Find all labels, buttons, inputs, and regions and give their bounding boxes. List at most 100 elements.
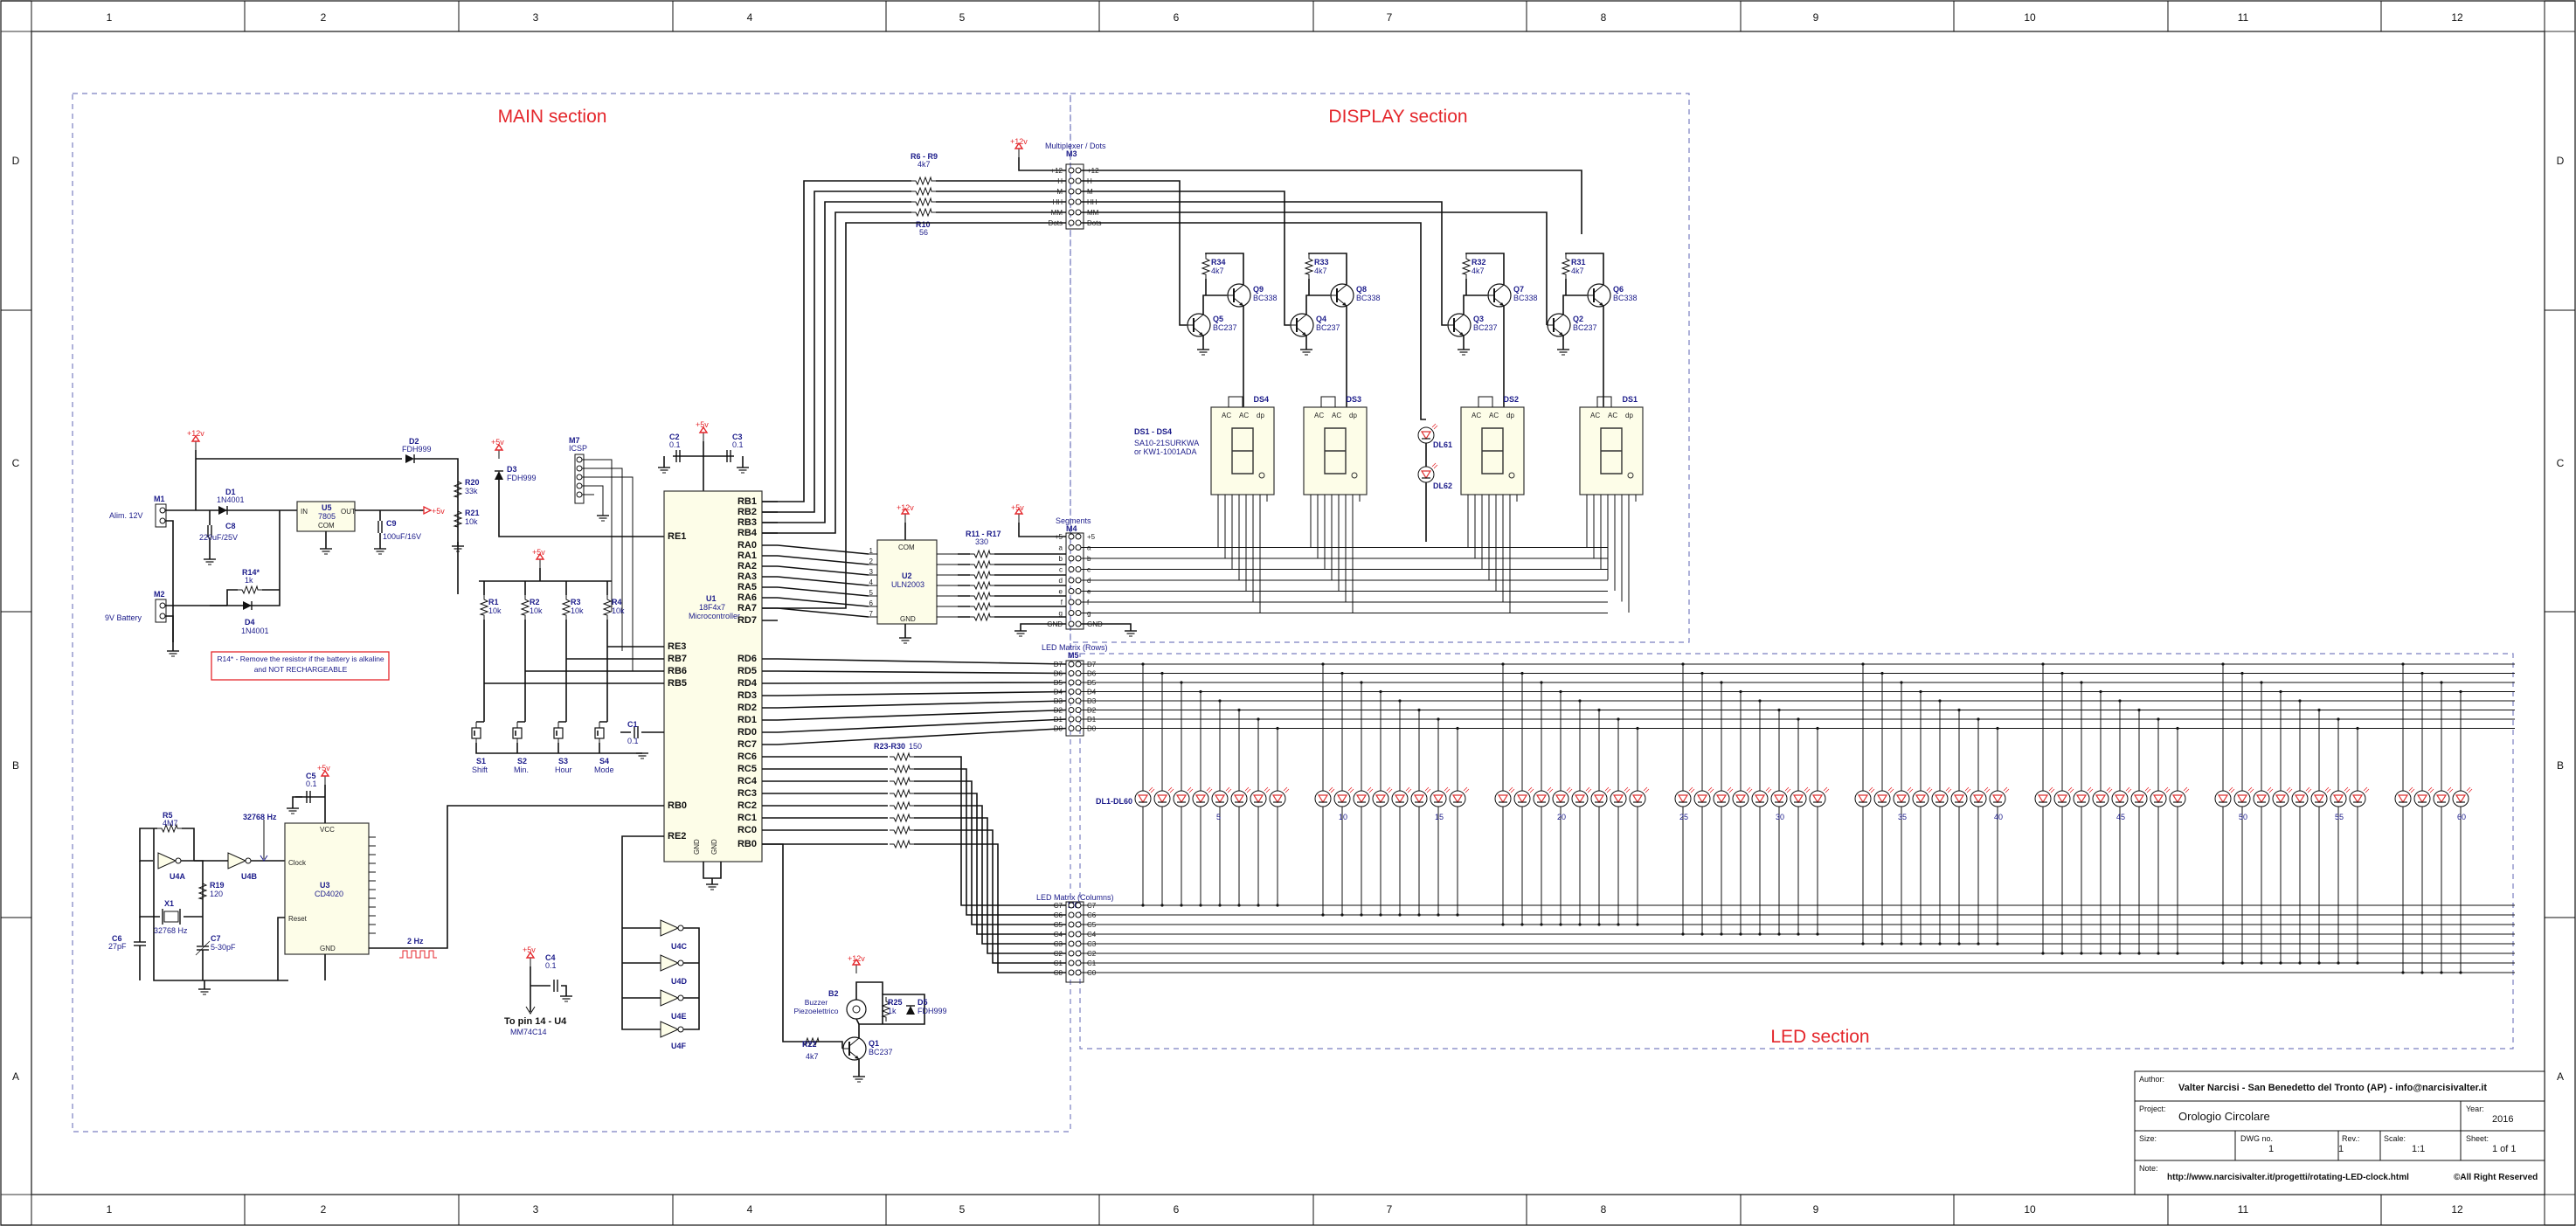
u4c-label: U4C [671, 942, 688, 951]
led-number: 10 [1339, 813, 1347, 821]
mcu-pin-label: RB0 [668, 800, 687, 811]
tb-scale: 1:1 [2412, 1144, 2425, 1154]
digit-ref: DS4 [1253, 395, 1269, 404]
seg-pin-label: f [1061, 599, 1063, 606]
c8-val: 220uF/25V [199, 533, 238, 542]
u5-ref: U5 [322, 503, 332, 512]
r2-ref: R2 [530, 598, 540, 606]
r1-val: 10k [488, 606, 502, 615]
c6-ref: C6 [112, 934, 122, 943]
resistor-ref: R34 [1211, 258, 1226, 267]
tb-size-label: Size: [2139, 1134, 2157, 1143]
uln-pin-num: 5 [869, 589, 874, 597]
seg-pin-label: b [1059, 555, 1063, 563]
seg-ref: M4 [1066, 524, 1077, 533]
u5-out: OUT [341, 508, 356, 516]
r14-ref: R14* [242, 568, 260, 577]
m2-ref: M2 [154, 590, 165, 599]
c6-val: 27pF [108, 942, 127, 951]
uln-ref: U2 [902, 571, 912, 580]
tb-dwg-label: DWG no. [2240, 1134, 2273, 1143]
uln-pin-num: 4 [869, 578, 874, 586]
v12-uln: +12v [897, 503, 914, 512]
mcu-pin-label: RC6 [737, 752, 757, 762]
transistor-val: BC338 [1356, 294, 1381, 302]
mcu-pin-label: RC1 [737, 813, 757, 823]
mcu-pin-label: RD4 [737, 678, 758, 689]
digit-ref: DS2 [1503, 395, 1519, 404]
uln-val: ULN2003 [891, 580, 924, 589]
digit-pin-label: AC [1314, 412, 1324, 419]
seg-label: Segments [1056, 516, 1091, 525]
c3-ref: C3 [732, 433, 743, 441]
ds-note: DS1 - DS4 [1134, 427, 1172, 436]
transistor-val: BC338 [1253, 294, 1278, 302]
d5-val: FDH999 [918, 1007, 947, 1015]
transistor-ref: Q6 [1613, 285, 1624, 294]
r25-val: 1k [888, 1007, 897, 1015]
row-label: B [2557, 759, 2564, 772]
mcu-pin-label: RC3 [737, 788, 757, 799]
mcu-pin-label: RD2 [737, 703, 757, 713]
led-range: DL1-DL60 [1096, 797, 1132, 806]
display-block: Q9BC338Q5BC237R344k7Q8BC338Q4BC237R334k7… [1081, 170, 1644, 542]
v5-btn: +5v [532, 548, 545, 557]
c1-ref: C1 [627, 720, 638, 729]
v5-mcu: +5v [696, 420, 709, 429]
display-section-title: DISPLAY section [1328, 107, 1467, 127]
decoupling-caps: +5v C2 0.1 C3 0.1 [657, 420, 750, 494]
u3-clock: Clock [288, 859, 307, 867]
u4-note2: MM74C14 [510, 1028, 547, 1036]
mcu-pin-label: RD5 [737, 666, 757, 676]
c4-ref: C4 [545, 953, 556, 962]
col-label: 8 [1601, 1203, 1607, 1216]
transistor-ref: Q8 [1356, 285, 1367, 294]
uln-pin-num: 7 [869, 610, 874, 618]
transistor-ref: Q7 [1513, 285, 1524, 294]
row-label: D [12, 155, 20, 167]
freq-label: 32768 Hz [243, 813, 277, 821]
out-label: 2 Hz [407, 937, 424, 945]
mux-res-ref: R6 - R9 [911, 152, 938, 161]
tb-author-label: Author: [2139, 1075, 2164, 1084]
d2-ref: D2 [409, 437, 419, 446]
seg-pin-label: g [1059, 610, 1063, 618]
d3-ref: D3 [507, 465, 517, 474]
col-label: 1 [107, 1203, 113, 1216]
icsp-header: M7 ICSP [569, 436, 634, 664]
col-label: 1 [107, 11, 113, 24]
led-number: 15 [1435, 813, 1444, 821]
v5-label-d3: +5v [491, 438, 504, 447]
col-label: 4 [747, 1203, 753, 1216]
mux-header-label: Multiplexer / Dots [1045, 142, 1106, 150]
mcu-pin-label: RC7 [737, 739, 757, 750]
col-label: 2 [321, 11, 327, 24]
col-label: 2 [321, 1203, 327, 1216]
v5-u4: +5v [523, 945, 536, 954]
tb-note-label: Note: [2139, 1164, 2158, 1173]
mcu-pin-label: RB5 [668, 678, 687, 689]
mcu-pin-label: RD1 [737, 715, 757, 725]
digit-pin-label: dp [1506, 412, 1514, 419]
seg-pin-label: e [1059, 588, 1063, 596]
seg-pin-label: a [1059, 544, 1063, 552]
resistor-ref: R32 [1472, 258, 1486, 267]
col-label: 7 [1387, 1203, 1393, 1216]
u3-gnd: GND [320, 945, 336, 952]
mcu-desc: Microcontroller [689, 612, 740, 620]
r3-val: 10k [571, 606, 584, 615]
u4f-label: U4F [671, 1042, 687, 1050]
buzzer-block: U4C U4D U4E U4F R22 4k7 Q1 BC237 +12v B2… [504, 835, 947, 1083]
tb-sheet-label: Sheet: [2466, 1134, 2489, 1143]
r20-val: 33k [465, 487, 478, 495]
r21-val: 10k [465, 517, 478, 526]
u3-reset: Reset [288, 915, 308, 923]
q1-ref: Q1 [869, 1039, 879, 1048]
s1-label: Shift [472, 765, 488, 774]
mcu-pin-label: RA0 [737, 540, 757, 551]
c3-val: 0.1 [732, 440, 744, 449]
